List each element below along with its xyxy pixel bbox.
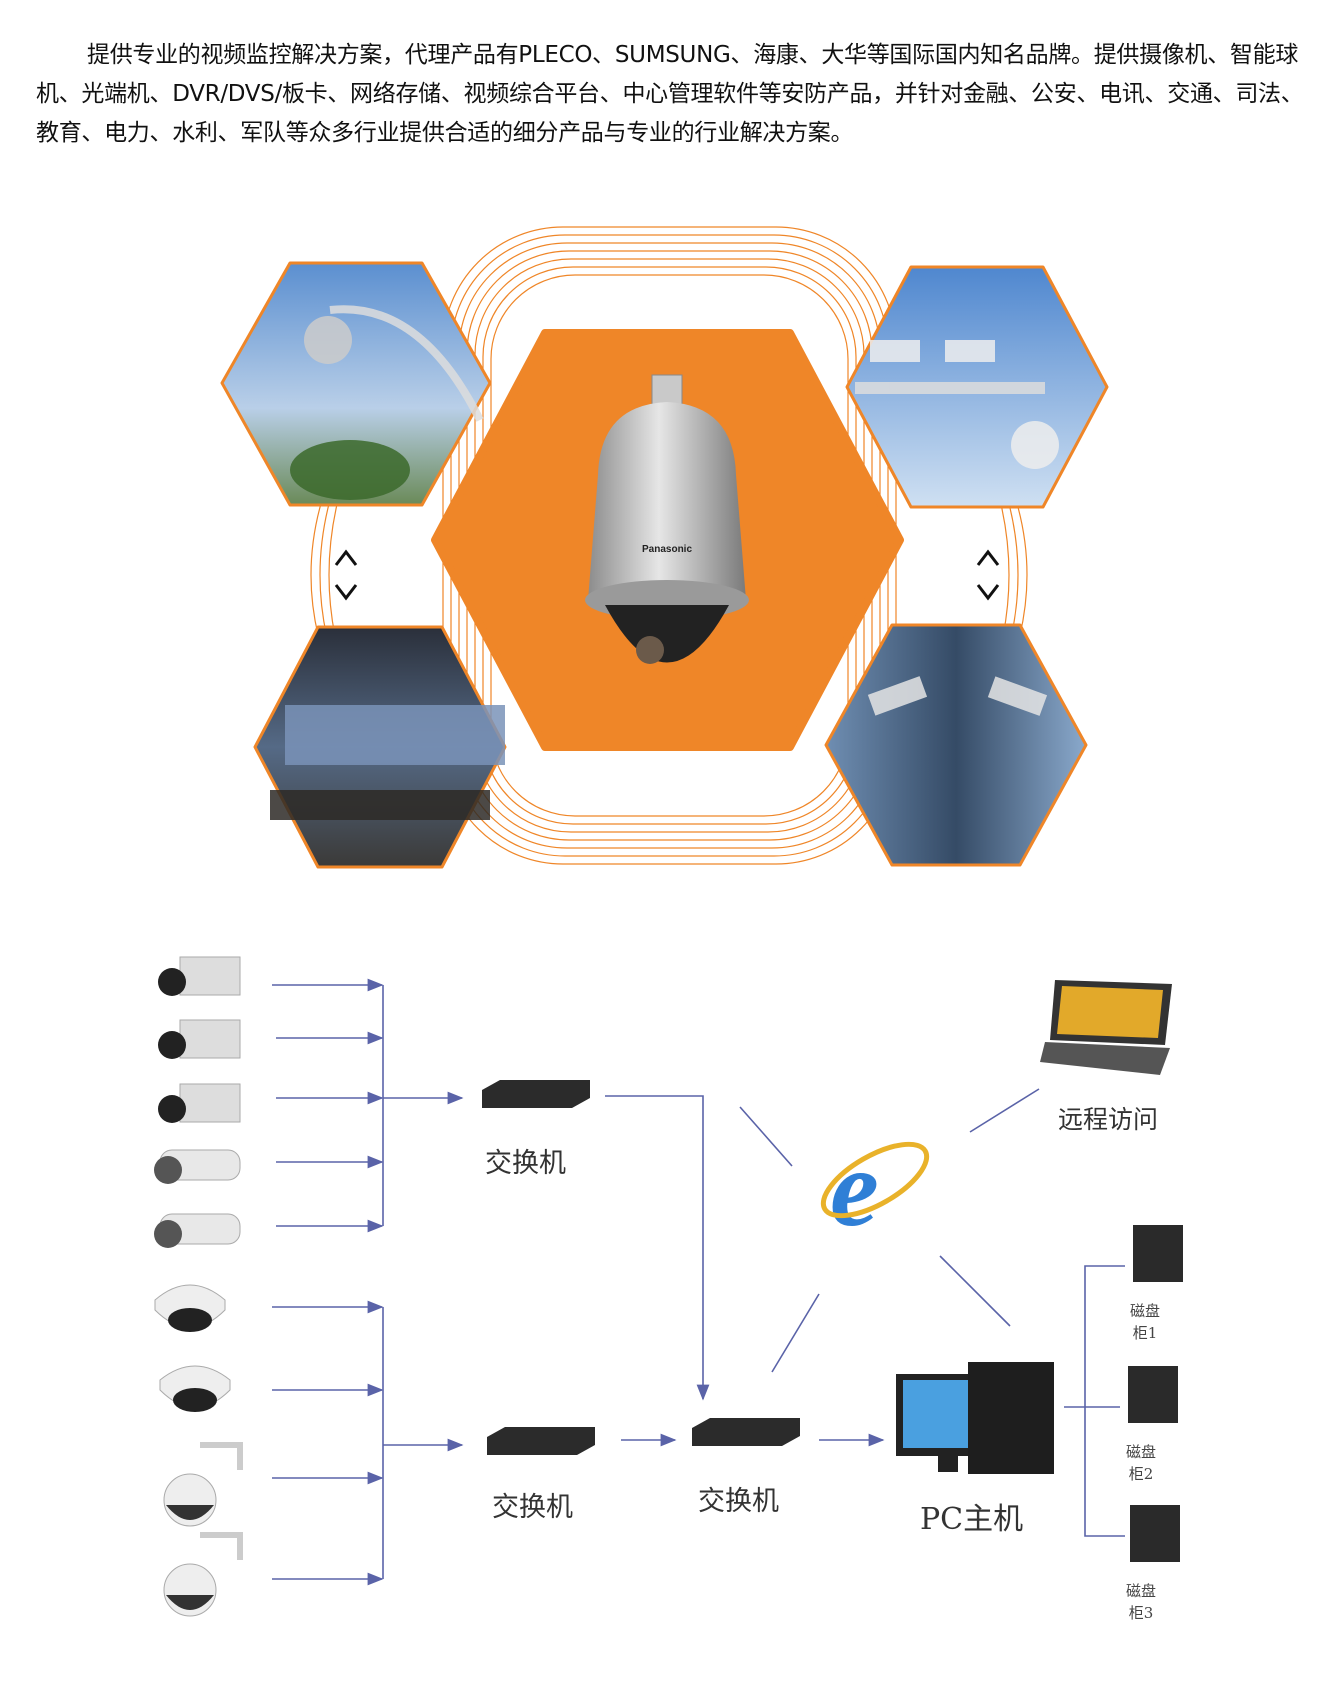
disk-cabinet-icon	[1128, 1366, 1178, 1423]
switch-icon	[482, 1080, 590, 1108]
camera-illustration: Panasonic	[220, 226, 1109, 869]
switch-label-3: 交换机	[698, 1486, 779, 1517]
connection-lines	[272, 978, 1125, 1586]
disk-cabinet-label-1: 磁盘柜1	[1130, 1302, 1161, 1342]
box-camera-icon	[158, 1083, 241, 1123]
disk-cabinet-label-2: 磁盘柜2	[1126, 1443, 1157, 1483]
pc-host-label: PC主机	[920, 1502, 1024, 1537]
intro-paragraph: 提供专业的视频监控解决方案，代理产品有PLECO、SUMSUNG、海康、大华等国…	[36, 42, 1304, 146]
switch-icon	[487, 1427, 595, 1455]
bullet-camera-icon	[154, 1213, 241, 1248]
switch-label-1: 交换机	[485, 1148, 566, 1179]
remote-access-label: 远程访问	[1058, 1105, 1159, 1134]
bidirectional-arrow-icon	[334, 549, 1000, 601]
pc-host-icon	[896, 1362, 1054, 1474]
switch-label-2: 交换机	[492, 1492, 573, 1523]
disk-cabinet-icons	[1128, 1225, 1183, 1562]
camera-icons	[154, 956, 243, 1617]
box-camera-icon	[158, 1019, 241, 1059]
disk-cabinet-icon	[1133, 1225, 1183, 1282]
dome-camera-icon	[159, 1365, 231, 1412]
switch-icons	[482, 1080, 800, 1455]
box-camera-icon	[158, 956, 241, 996]
ptz-camera-icon	[163, 1532, 243, 1617]
ptz-camera-icon	[163, 1442, 243, 1527]
dome-camera-icon	[154, 1284, 226, 1332]
svg-text:e: e	[830, 1127, 879, 1249]
bullet-camera-icon	[154, 1149, 241, 1184]
disk-cabinet-icon	[1130, 1505, 1180, 1562]
internet-explorer-icon: e	[820, 1127, 930, 1249]
disk-cabinet-label-3: 磁盘柜3	[1126, 1582, 1157, 1622]
switch-icon	[692, 1418, 800, 1446]
scene-details	[270, 305, 1059, 820]
laptop-icon	[1040, 980, 1172, 1075]
hexagon-ptz-camera	[220, 261, 492, 507]
dome-camera-icon	[585, 374, 749, 664]
camera-brand-text: Panasonic	[642, 544, 692, 555]
hexagon-wall-cameras	[824, 623, 1088, 867]
